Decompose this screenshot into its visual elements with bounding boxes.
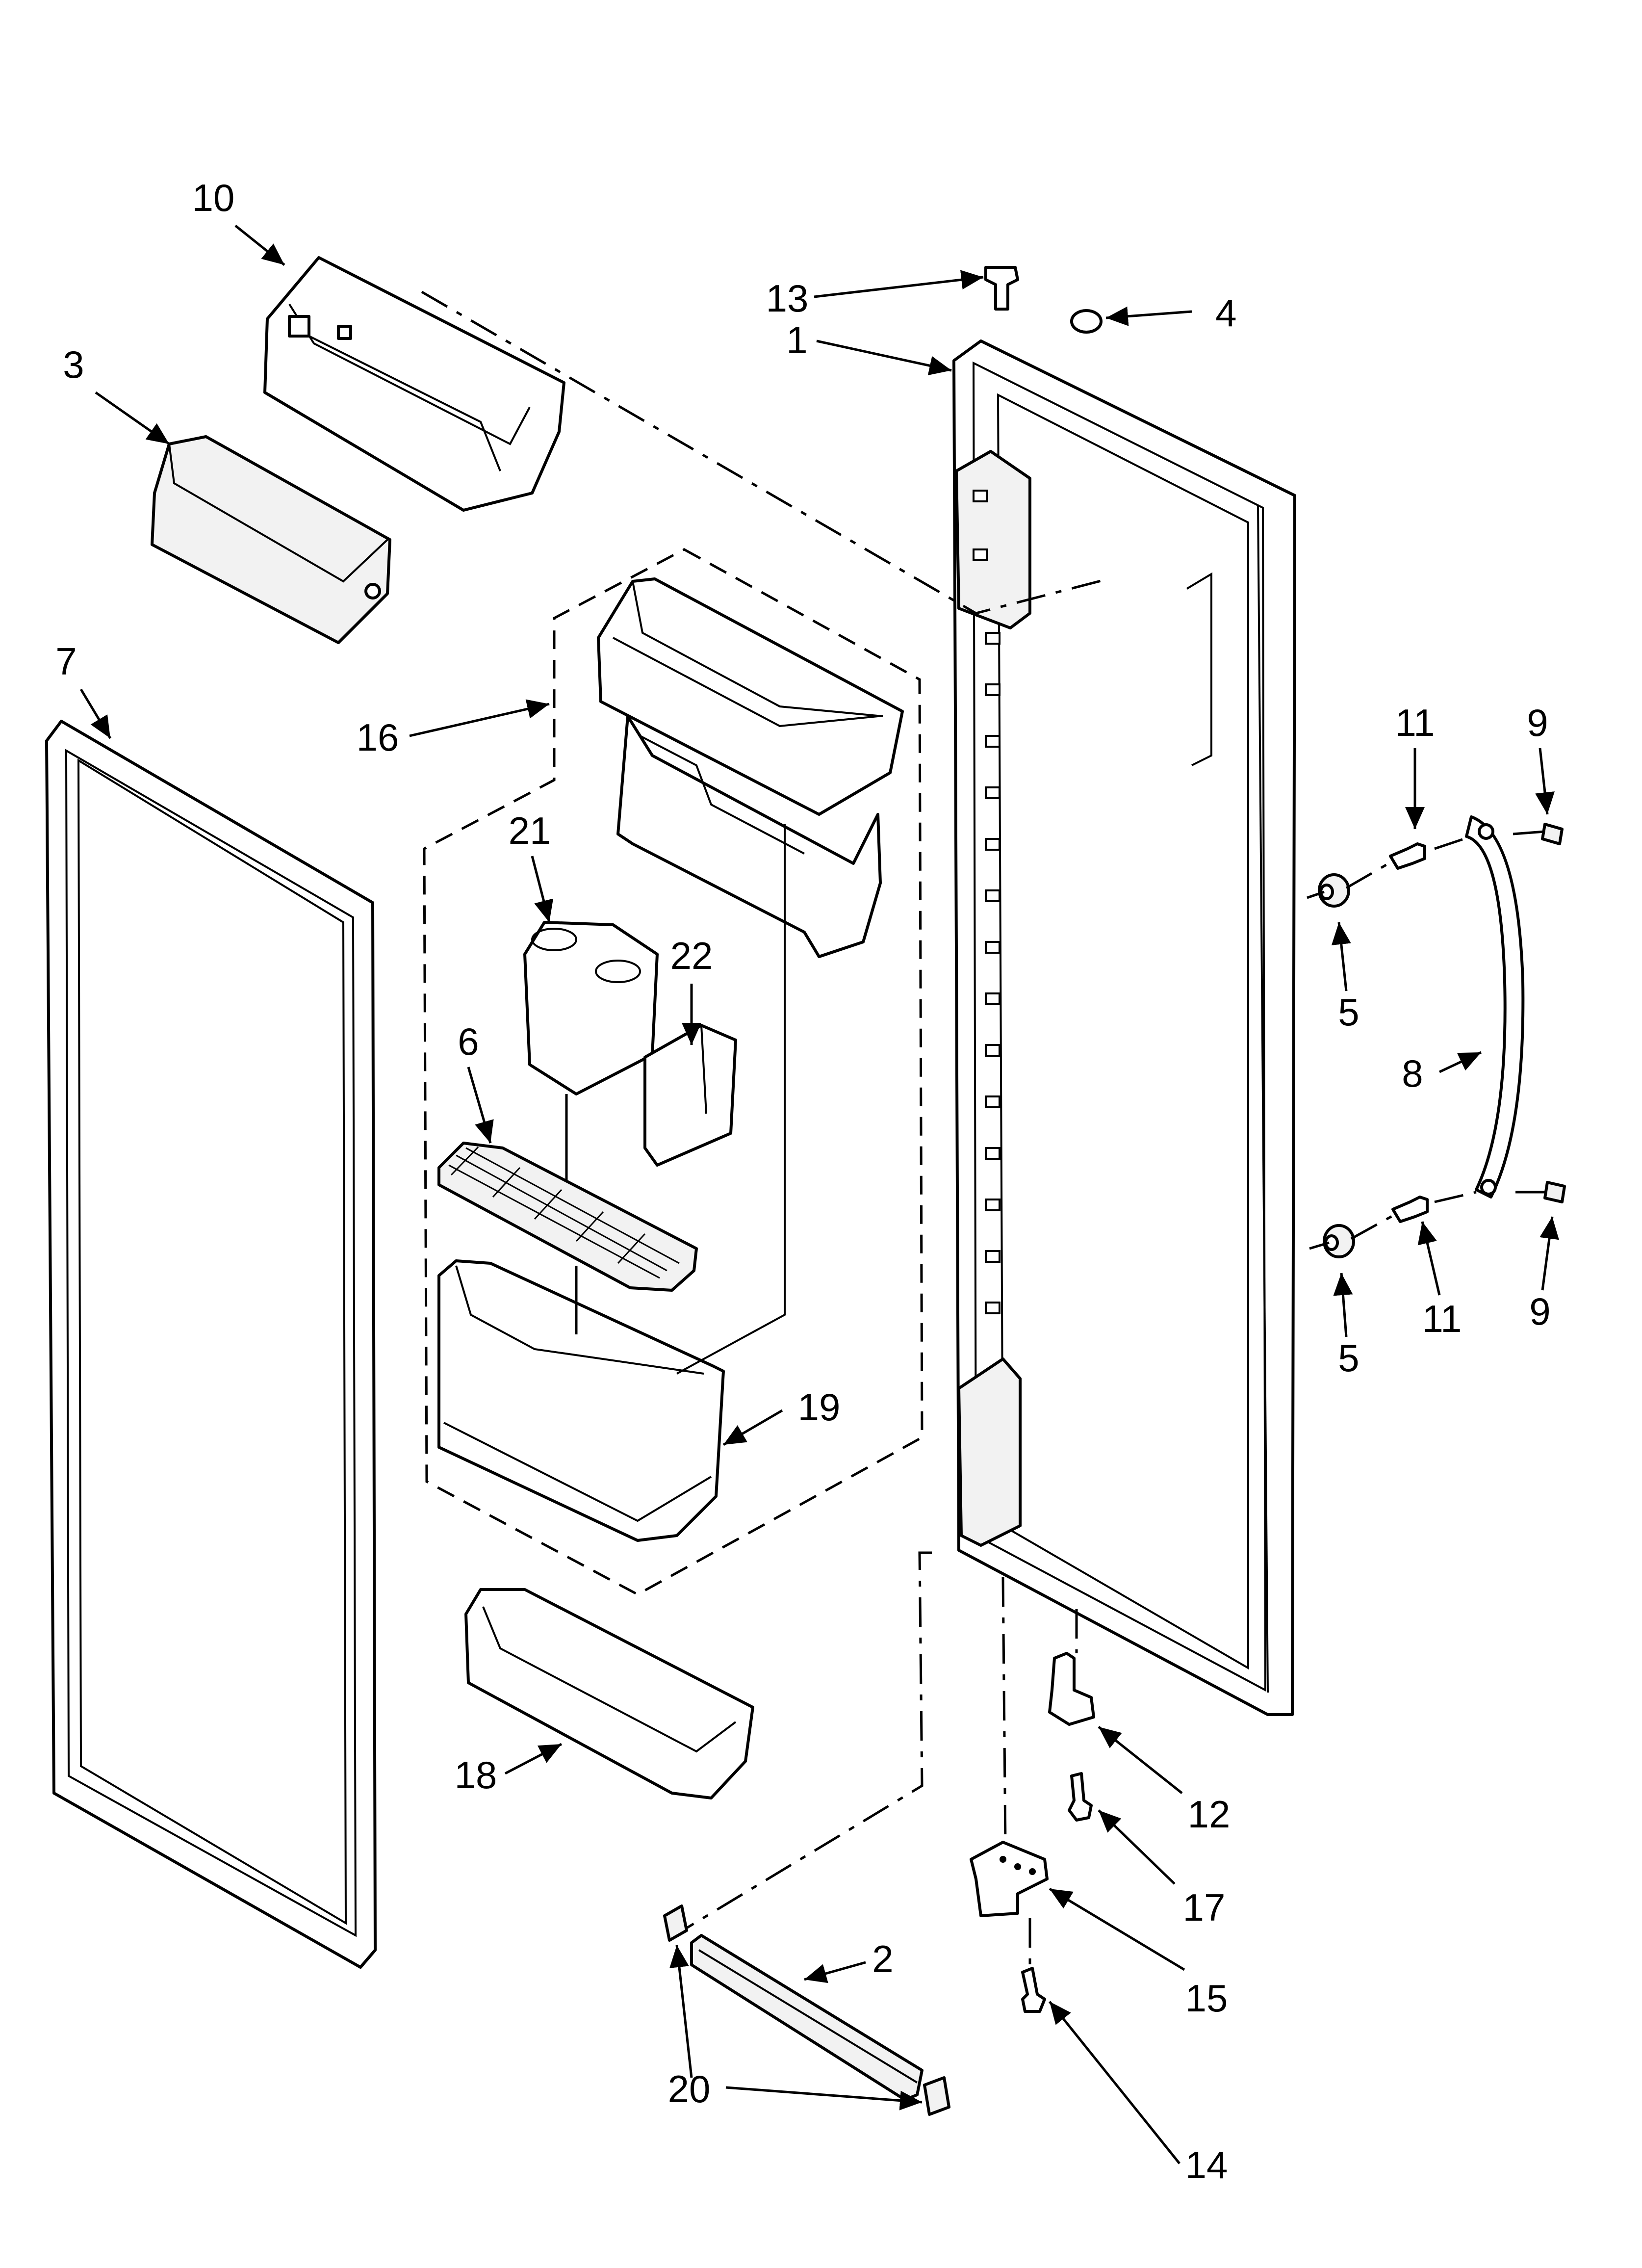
divider-plate — [643, 1024, 737, 1167]
projection-line — [421, 290, 1109, 615]
door-liner — [952, 339, 1296, 1716]
dispenser-housing — [263, 256, 565, 512]
hinge-screw — [1068, 1772, 1093, 1822]
callout-16: 16 — [357, 716, 399, 759]
callout-15: 15 — [1185, 1977, 1228, 2020]
projection-line — [686, 1551, 932, 1929]
hinge-pin — [1048, 1652, 1095, 1726]
callout-9: 9 — [1529, 1290, 1550, 1333]
callout-11: 11 — [1395, 701, 1435, 744]
callout-labels: 10 3 7 13 4 1 16 21 22 6 19 18 11 9 5 8 … — [55, 176, 1550, 2187]
washer — [1070, 309, 1103, 334]
bracket-screw — [1021, 1967, 1046, 2013]
handle-screw — [1389, 842, 1426, 870]
callout-13: 13 — [766, 277, 809, 320]
callout-14: 14 — [1185, 2143, 1228, 2187]
handle-spacer — [1323, 1224, 1355, 1258]
callout-11: 11 — [1422, 1297, 1462, 1340]
door-gasket — [45, 720, 377, 1969]
callout-12: 12 — [1188, 1793, 1231, 1836]
door-handle — [1465, 815, 1525, 1199]
callout-4: 4 — [1215, 291, 1236, 335]
callout-18: 18 — [455, 1753, 497, 1797]
dispenser-cover — [151, 435, 391, 644]
projection-line — [1001, 1577, 1007, 1845]
callout-21: 21 — [509, 809, 551, 852]
door-bin-shelf — [464, 1588, 754, 1799]
dispenser-tray — [437, 824, 786, 1542]
ice-cup — [523, 921, 659, 1192]
callout-10: 10 — [192, 176, 235, 219]
handle-screw — [1391, 1196, 1429, 1223]
assembly-boundary-16 — [423, 548, 924, 1596]
callout-5: 5 — [1338, 991, 1359, 1034]
callout-7: 7 — [55, 640, 77, 683]
lower-hinge — [970, 1841, 1049, 1917]
callout-6: 6 — [458, 1020, 479, 1063]
callout-5: 5 — [1338, 1336, 1359, 1380]
callout-9: 9 — [1527, 701, 1548, 744]
callout-1: 1 — [786, 318, 807, 362]
callout-19: 19 — [798, 1385, 841, 1429]
top-plug — [984, 266, 1019, 311]
end-cap — [663, 1904, 688, 1942]
callout-20: 20 — [668, 2067, 711, 2111]
callout-22: 22 — [670, 934, 713, 977]
setscrew — [1541, 823, 1564, 845]
leader-arrows — [79, 225, 1559, 2164]
handle-spacer — [1318, 873, 1350, 908]
projection-line — [1307, 830, 1545, 899]
callout-3: 3 — [63, 343, 84, 386]
end-cap — [923, 2076, 950, 2116]
projection-line — [1309, 1191, 1547, 1250]
callout-2: 2 — [872, 1937, 893, 1981]
setscrew — [1543, 1181, 1566, 1203]
callout-8: 8 — [1402, 1052, 1423, 1095]
callout-17: 17 — [1183, 1886, 1226, 1929]
upper-bin — [597, 577, 904, 958]
drip-grille — [437, 1142, 698, 1292]
